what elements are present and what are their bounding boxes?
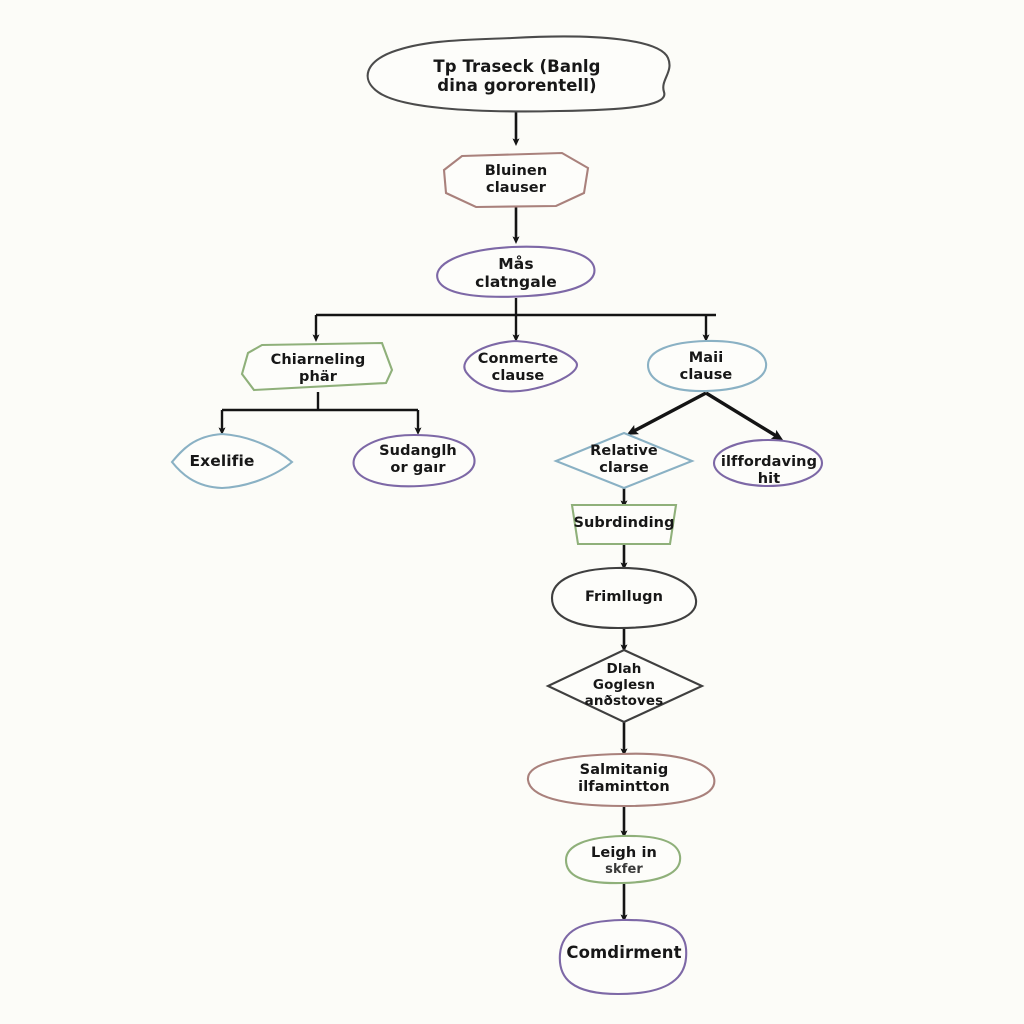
node-shape-n6[interactable] <box>646 339 768 393</box>
node-shape-n4[interactable] <box>240 341 394 392</box>
node-shape-n12[interactable] <box>550 566 698 630</box>
edge-n6-n9 <box>626 391 707 435</box>
node-shape-n13[interactable] <box>545 648 705 724</box>
node-shape-n10[interactable] <box>712 438 824 488</box>
node-shape-n9[interactable] <box>553 431 695 490</box>
node-shape-n8[interactable] <box>352 433 476 488</box>
node-shape-n14[interactable] <box>526 752 716 808</box>
edge-n6-n10 <box>705 391 784 441</box>
node-shape-n1[interactable] <box>366 35 671 113</box>
node-shape-n7[interactable] <box>170 432 294 490</box>
node-shape-n15[interactable] <box>564 834 682 885</box>
node-shape-n16[interactable] <box>558 918 688 996</box>
node-shape-n5[interactable] <box>463 339 578 393</box>
edge-group <box>218 108 784 923</box>
node-shape-n3[interactable] <box>436 245 596 298</box>
node-shape-n2[interactable] <box>442 151 590 209</box>
node-shape-n11[interactable] <box>570 503 678 546</box>
